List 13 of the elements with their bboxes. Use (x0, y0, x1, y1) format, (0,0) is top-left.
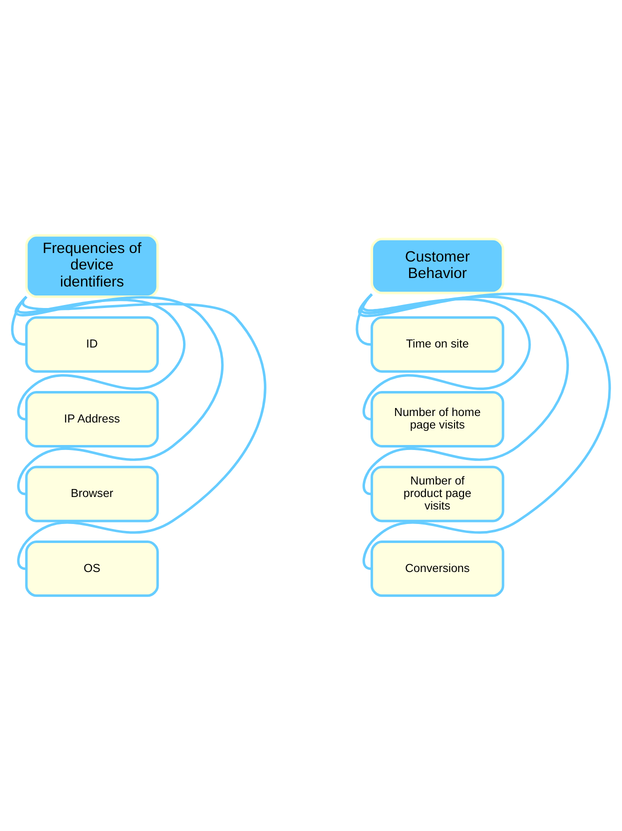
connector (361, 293, 569, 496)
node-box: Number of product page visits (370, 466, 504, 522)
node-box: IP Address (25, 391, 159, 448)
node-box: ID (25, 316, 159, 373)
node-box: OS (25, 540, 159, 597)
node-box: Customer Behavior (370, 238, 504, 294)
connector (17, 296, 266, 570)
node-box: Number of home page visits (370, 391, 504, 448)
node-box: Browser (25, 466, 159, 522)
connector (16, 296, 224, 496)
node-box: Conversions (370, 540, 504, 597)
node-box: Time on site (370, 316, 504, 373)
node-box: Frequencies of device identifiers (25, 234, 159, 298)
